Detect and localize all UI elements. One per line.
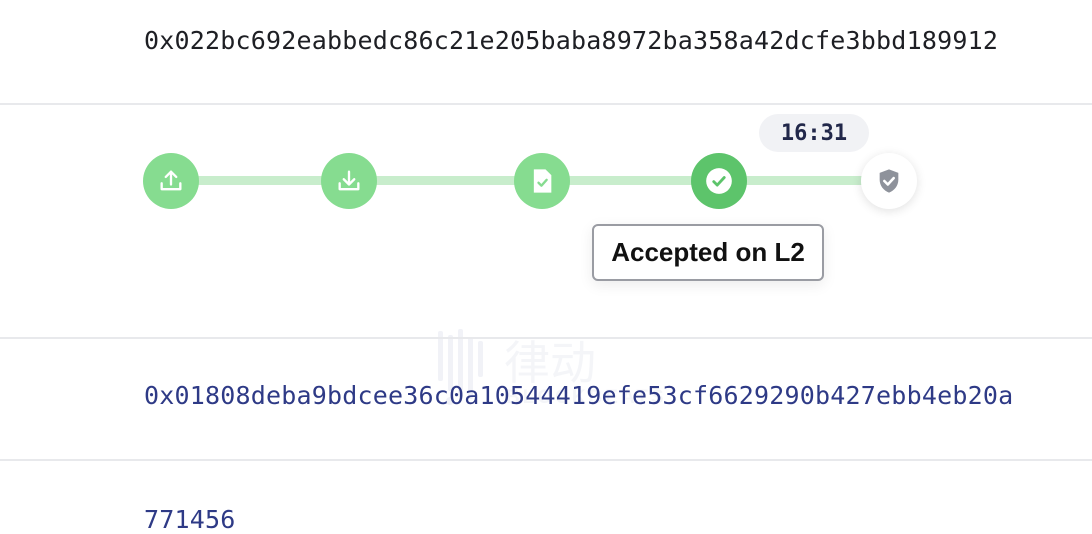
timeline-step-validated[interactable]	[514, 153, 570, 209]
row-divider	[0, 337, 1092, 339]
timeline-track-1	[171, 176, 349, 185]
block-number-link[interactable]: 771456	[144, 505, 236, 534]
row-divider	[0, 103, 1092, 105]
timeline-step-received[interactable]	[321, 153, 377, 209]
timestamp-badge: 16:31	[759, 114, 869, 152]
document-check-icon	[533, 169, 552, 193]
shield-check-icon	[879, 169, 899, 193]
transaction-hash-row: 0x022bc692eabbedc86c21e205baba8972ba358a…	[0, 0, 1092, 104]
linked-hash-link[interactable]: 0x01808deba9bdcee36c0a10544419efe53cf662…	[144, 381, 1014, 410]
timeline-track-2	[349, 176, 542, 185]
transaction-hash-value: 0x022bc692eabbedc86c21e205baba8972ba358a…	[144, 26, 999, 55]
status-tooltip: Accepted on L2	[592, 224, 824, 281]
timeline-step-submitted[interactable]	[143, 153, 199, 209]
timeline-track-3	[542, 176, 719, 185]
timeline-step-accepted-on-l1[interactable]	[861, 153, 917, 209]
status-timeline: 律动 BLOCKBEATS	[0, 105, 1092, 408]
timeline-step-accepted-on-l2[interactable]	[691, 153, 747, 209]
download-icon	[338, 170, 360, 191]
check-circle-icon	[706, 168, 732, 194]
upload-icon	[160, 170, 182, 191]
timeline-track-4	[719, 176, 889, 185]
row-divider	[0, 459, 1092, 461]
